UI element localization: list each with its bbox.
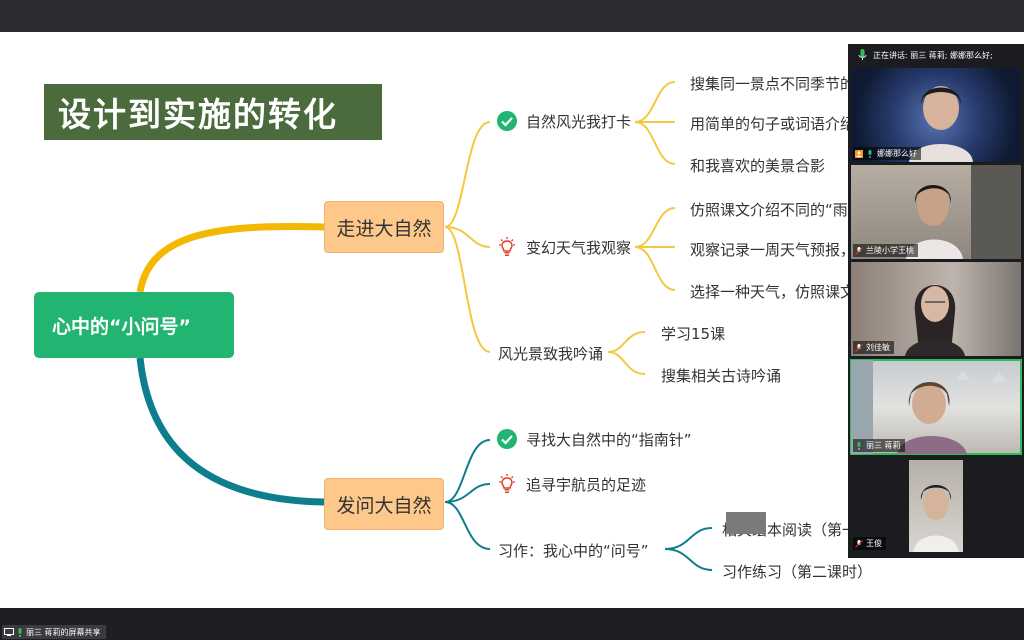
- participant-name-tag: 王俊: [853, 537, 886, 550]
- speaking-indicator: 正在讲话: 丽三 蒋莉; 娜娜那么好;: [848, 44, 1024, 66]
- leaf-item: 和我喜欢的美景合影: [690, 157, 826, 175]
- microphone-muted-icon: [855, 343, 863, 352]
- subtopic-scenery-recite: 风光景致我吟诵: [498, 345, 604, 363]
- bottom-status-bar: 丽三 蒋莉的屏幕共享: [0, 608, 1024, 640]
- check-circle-icon: [497, 429, 517, 449]
- check-circle-icon: [497, 111, 517, 131]
- subtopic-find-compass: 寻找大自然中的“指南针”: [496, 428, 692, 450]
- screen-share-indicator[interactable]: 丽三 蒋莉的屏幕共享: [2, 625, 106, 639]
- leaf-item: 选择一种天气，仿照课文: [690, 283, 856, 301]
- subtopic-scenery-checkin: 自然风光我打卡: [496, 110, 631, 132]
- leaf-item: 习作练习（第二课时）: [722, 563, 873, 581]
- microphone-muted-icon: [855, 246, 863, 255]
- microphone-icon: [868, 149, 872, 158]
- microphone-icon: [18, 627, 22, 637]
- video-tile-active-speaker[interactable]: 丽三 蒋莉: [850, 359, 1022, 455]
- portrait-video: [909, 460, 963, 552]
- person-figure: [909, 86, 973, 162]
- host-icon: [855, 149, 863, 158]
- redaction-block: [726, 512, 766, 534]
- leaf-item: 用简单的句子或词语介绍: [690, 115, 856, 133]
- video-tile[interactable]: 兰陵小学王桃: [851, 165, 1021, 259]
- person-figure: [851, 360, 1007, 454]
- leaf-item: 搜集同一景点不同季节的: [690, 75, 856, 93]
- participant-name-tag: 丽三 蒋莉: [853, 439, 905, 452]
- top-toolbar: [0, 0, 1024, 32]
- participant-name-tag: 刘佳敏: [853, 341, 894, 354]
- branch-node-nature: 走进大自然: [324, 201, 444, 253]
- participant-name-tag: 兰陵小学王桃: [853, 244, 918, 257]
- branch-node-ask-nature: 发问大自然: [324, 478, 444, 530]
- video-tile[interactable]: 刘佳敏: [851, 262, 1021, 356]
- microphone-muted-icon: [855, 539, 863, 548]
- mindmap-connectors: [136, 81, 713, 571]
- lightbulb-icon: [499, 474, 515, 493]
- slide-title: 设计到实施的转化: [44, 84, 382, 140]
- screen-share-icon: [4, 628, 14, 636]
- leaf-item: 学习15课: [661, 325, 726, 343]
- participant-name-tag: 娜娜那么好: [853, 147, 921, 160]
- participants-panel: 正在讲话: 丽三 蒋莉; 娜娜那么好; 娜娜那么好 兰陵小学王桃: [848, 44, 1024, 558]
- subtopic-writing: 习作：我心中的“问号”: [498, 542, 649, 560]
- leaf-item: 观察记录一周天气预报，: [690, 241, 856, 259]
- person-figure: [906, 165, 1021, 259]
- video-tile[interactable]: 王俊: [851, 458, 1021, 552]
- microphone-icon: [857, 441, 861, 450]
- leaf-item: 仿照课文介绍不同的“雨: [690, 201, 848, 219]
- leaf-item: 搜集相关古诗吟诵: [661, 367, 782, 385]
- subtopic-astronaut-trail: 追寻宇航员的足迹: [496, 473, 646, 495]
- mindmap-root-node: 心中的“小问号”: [34, 292, 234, 358]
- video-tile[interactable]: 娜娜那么好: [851, 68, 1021, 162]
- person-figure: [913, 485, 959, 552]
- subtopic-weather-observe: 变幻天气我观察: [496, 236, 631, 258]
- person-figure: [905, 284, 965, 356]
- lightbulb-icon: [499, 237, 515, 256]
- microphone-icon: [858, 49, 867, 60]
